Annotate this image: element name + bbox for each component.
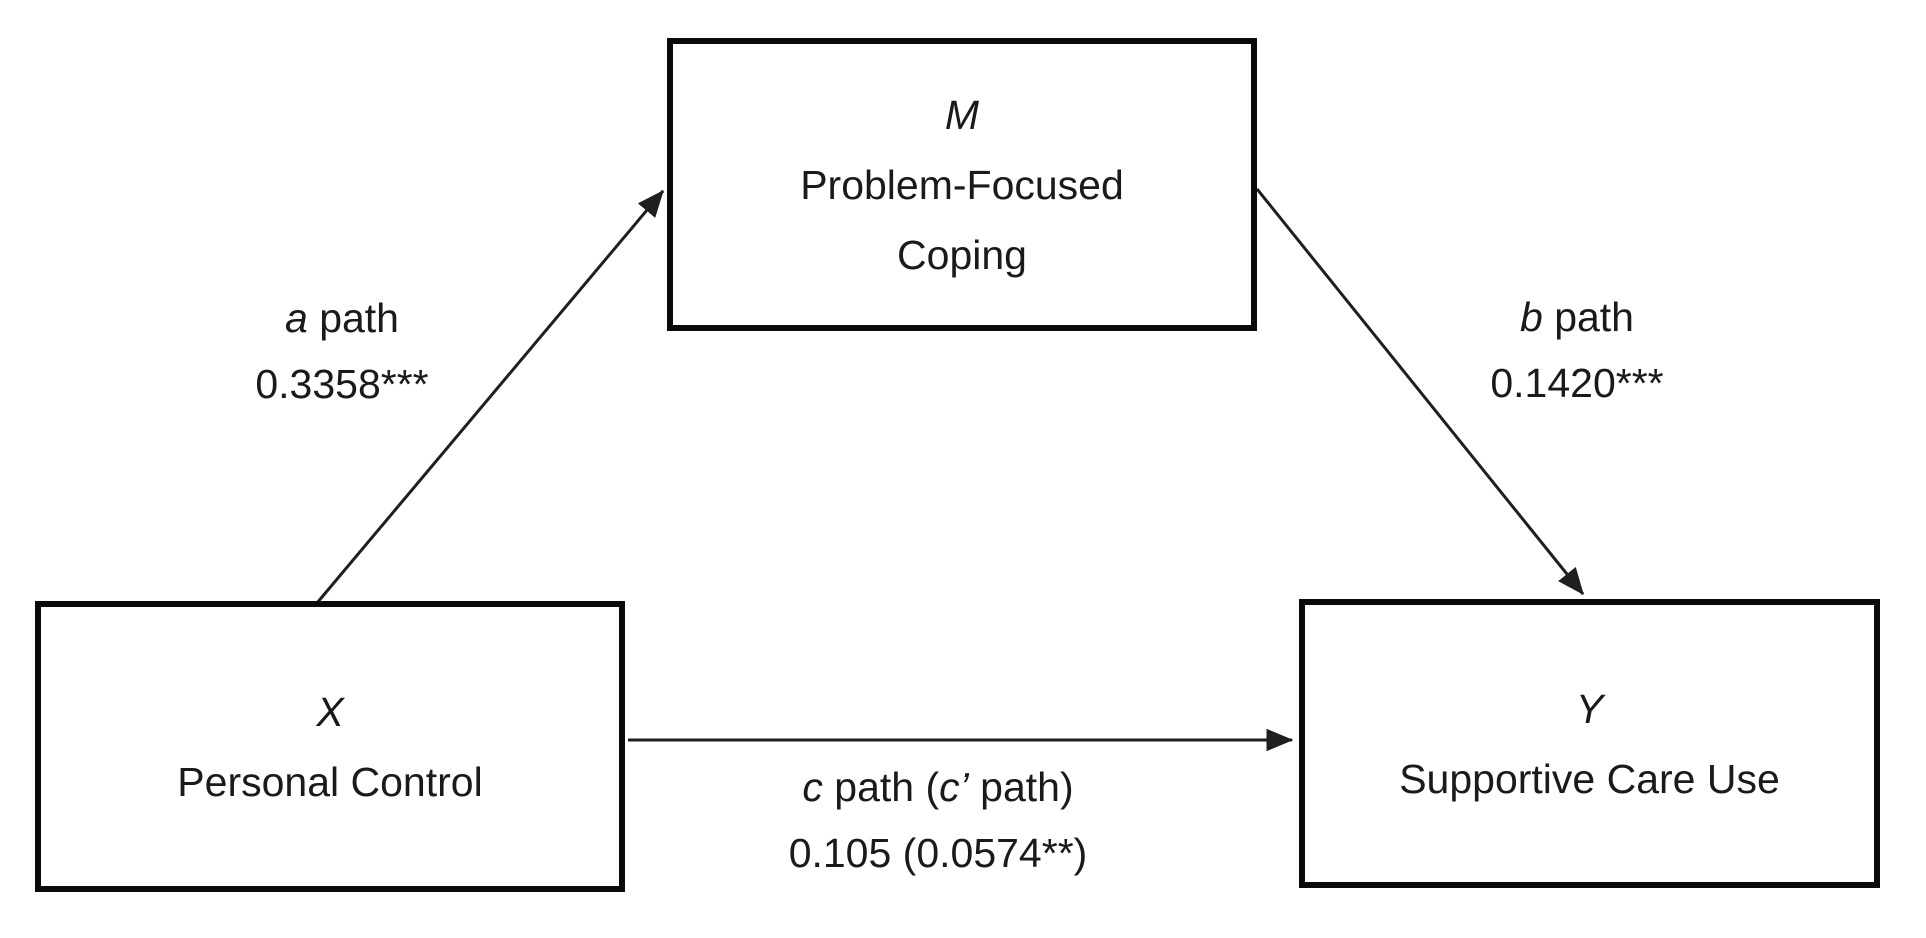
predictor-label: Personal Control	[177, 758, 483, 805]
mediator-box: M Problem-Focused Coping	[667, 38, 1257, 331]
c-path-label: c path (c’ path) 0.105 (0.0574**)	[789, 754, 1088, 886]
a-path-name: a path	[284, 295, 399, 341]
a-path-coefficient: 0.3358***	[255, 361, 429, 407]
c-path-coefficient: 0.105 (0.0574**)	[788, 830, 1088, 876]
a-path-arrow	[315, 189, 665, 604]
outcome-label: Supportive Care Use	[1399, 755, 1780, 802]
mediator-variable: M	[944, 91, 980, 138]
a-path-label: a path 0.3358***	[255, 285, 428, 417]
predictor-variable: X	[316, 688, 344, 735]
b-path-coefficient: 0.1420***	[1490, 360, 1664, 406]
b-path-label: b path 0.1420***	[1490, 284, 1663, 416]
c-path-name: c path (c’ path)	[802, 764, 1074, 810]
mediator-label-line1: Problem-Focused	[800, 161, 1124, 208]
outcome-variable: Y	[1575, 685, 1604, 732]
b-path-arrow	[1255, 188, 1585, 596]
predictor-box: X Personal Control	[35, 601, 625, 892]
mediator-label-line2: Coping	[897, 231, 1027, 278]
b-path-name: b path	[1519, 294, 1634, 340]
outcome-box: Y Supportive Care Use	[1299, 599, 1880, 888]
